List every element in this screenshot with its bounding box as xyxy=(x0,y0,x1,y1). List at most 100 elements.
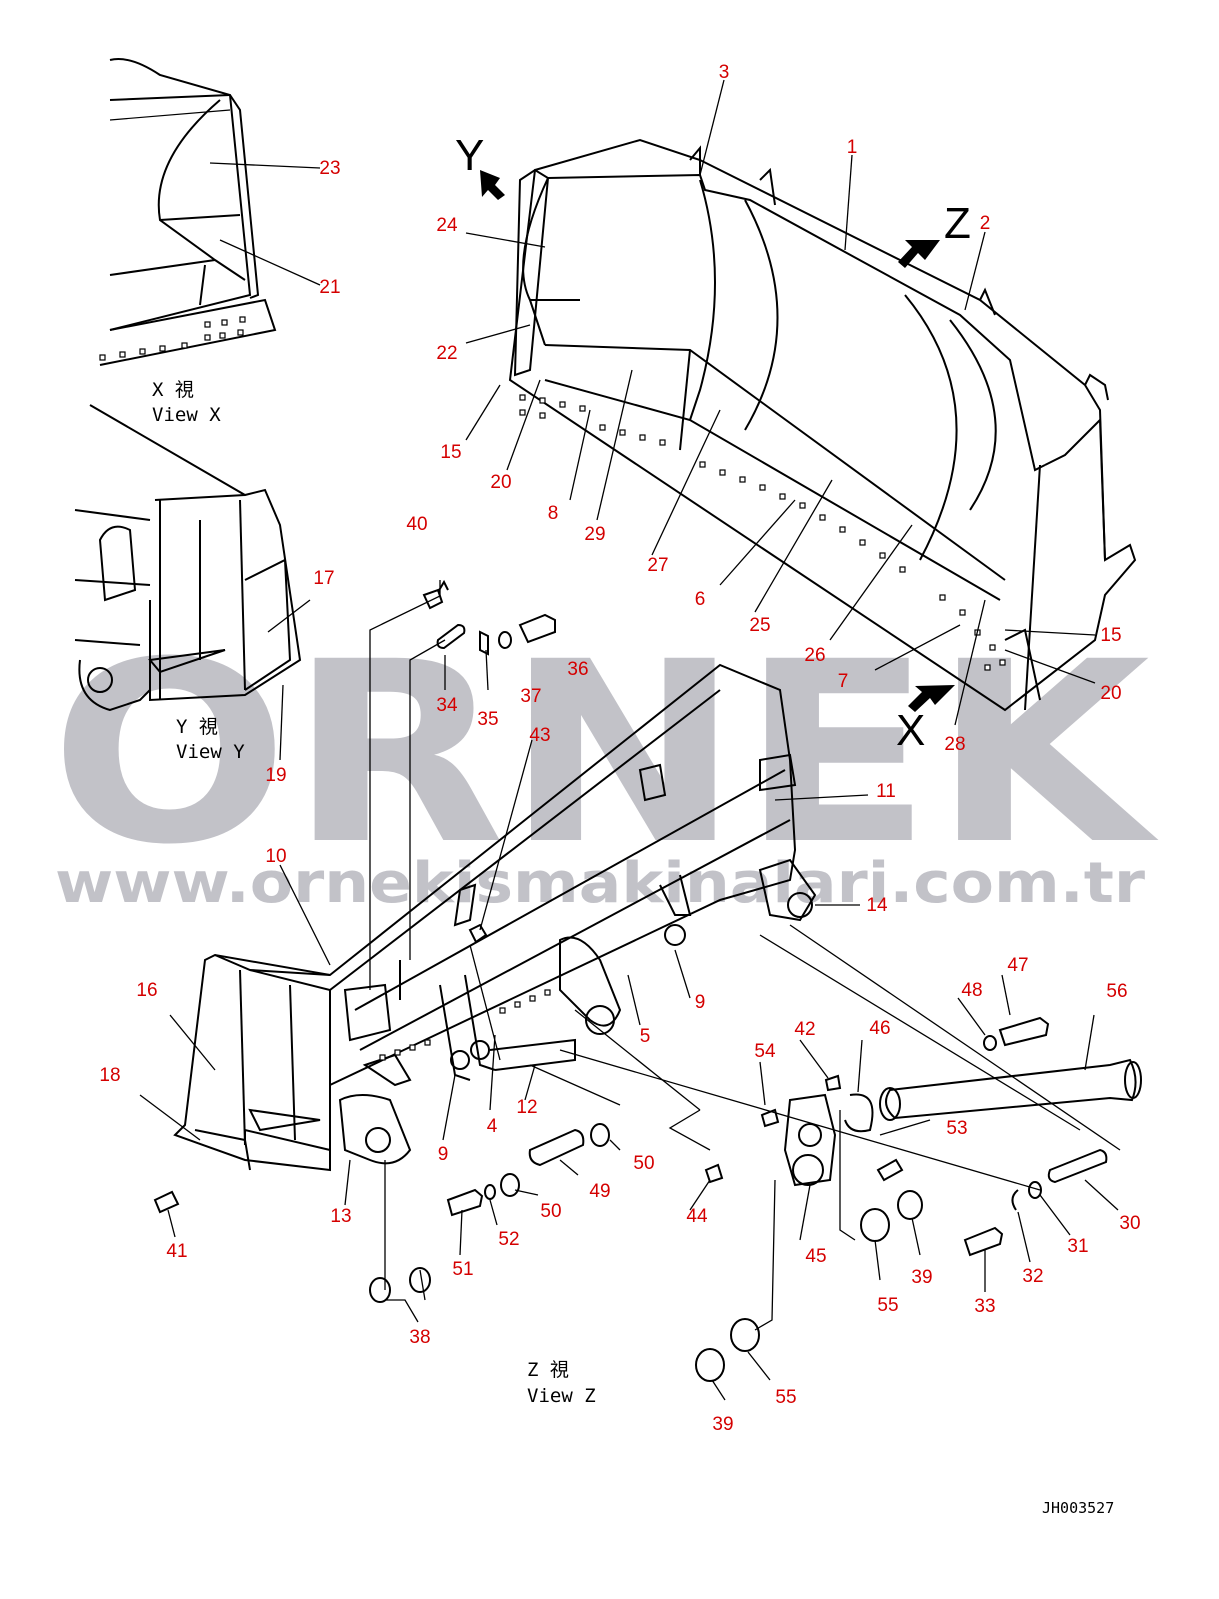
callout-11: 11 xyxy=(876,781,896,802)
callout-35: 35 xyxy=(477,709,498,730)
view-arrows xyxy=(480,170,955,712)
callout-32: 32 xyxy=(1022,1266,1043,1287)
washer-31 xyxy=(1028,1181,1042,1199)
washer-55b xyxy=(730,1318,760,1352)
callout-23: 23 xyxy=(319,158,340,179)
fitting-53 xyxy=(876,1158,904,1182)
view-x-bolt-holes xyxy=(99,316,246,361)
bucket-drawing xyxy=(508,138,1137,712)
bolt-33 xyxy=(963,1226,1004,1257)
callout-18: 18 xyxy=(99,1065,120,1086)
callout-55b: 55 xyxy=(775,1387,796,1408)
callout-34: 34 xyxy=(436,695,458,716)
callout-10: 10 xyxy=(265,846,286,867)
pin-30 xyxy=(1047,1148,1108,1184)
arrow-y-icon xyxy=(480,170,505,200)
callout-28: 28 xyxy=(944,734,965,755)
bolt-47 xyxy=(998,1016,1050,1047)
drawing-code: JH003527 xyxy=(1042,1499,1114,1517)
view-x-jp-label: X 視 xyxy=(152,379,194,401)
callout-29: 29 xyxy=(584,524,605,545)
callout-26: 26 xyxy=(804,645,825,666)
small-parts xyxy=(153,579,1142,1382)
callout-44: 44 xyxy=(686,1206,708,1227)
leader-lines xyxy=(139,79,1121,1401)
grease-fitting-40 xyxy=(422,579,449,610)
watermark: ORNEK www.ornekismakinalari.com.tr xyxy=(50,608,1159,916)
callout-43: 43 xyxy=(529,725,550,746)
shim-50a xyxy=(500,1173,520,1197)
watermark-brand: ORNEK xyxy=(50,608,1159,899)
arrow-z-icon xyxy=(898,240,940,268)
callout-31: 31 xyxy=(1067,1236,1088,1257)
callout-20a: 20 xyxy=(490,472,511,493)
washer-48 xyxy=(983,1035,997,1051)
shim-50b xyxy=(590,1123,610,1147)
callout-40: 40 xyxy=(406,514,427,535)
view-z-jp-label: Z 視 xyxy=(527,1359,569,1381)
arrow-letter-z: Z xyxy=(944,199,971,248)
callout-22: 22 xyxy=(436,343,457,364)
bolt-36 xyxy=(518,613,556,644)
callout-42: 42 xyxy=(794,1019,815,1040)
callout-5: 5 xyxy=(640,1026,651,1047)
callout-24: 24 xyxy=(436,215,458,236)
callout-36: 36 xyxy=(567,659,588,680)
callout-51: 51 xyxy=(452,1259,473,1280)
plate-35 xyxy=(479,630,489,656)
callout-16: 16 xyxy=(136,980,157,1001)
callout-39a: 39 xyxy=(911,1267,932,1288)
washer-37 xyxy=(498,631,512,649)
callout-9a: 9 xyxy=(438,1144,449,1165)
callout-9b: 9 xyxy=(695,992,706,1013)
callout-20b: 20 xyxy=(1100,683,1121,704)
callout-46: 46 xyxy=(869,1018,890,1039)
fitting-44 xyxy=(704,1163,724,1184)
grease-fitting-41 xyxy=(153,1190,180,1214)
watermark-url: www.ornekismakinalari.com.tr xyxy=(55,851,1145,916)
callout-52: 52 xyxy=(498,1229,519,1250)
callout-labels: 1 2 3 4 5 6 7 8 9 9 10 11 12 13 14 15 15… xyxy=(99,62,1140,1435)
arrow-letter-y: Y xyxy=(455,131,484,180)
callout-12: 12 xyxy=(516,1097,537,1118)
callout-49: 49 xyxy=(589,1181,610,1202)
callout-15a: 15 xyxy=(440,442,461,463)
callout-55a: 55 xyxy=(877,1295,898,1316)
bolt-51 xyxy=(446,1188,484,1217)
view-x-en-label: View X xyxy=(152,404,221,426)
callout-21: 21 xyxy=(319,277,340,298)
callout-54: 54 xyxy=(754,1041,776,1062)
callout-45: 45 xyxy=(805,1246,826,1267)
frame-hole-row xyxy=(379,989,551,1061)
bracket-45 xyxy=(783,1093,837,1187)
ring-46 xyxy=(844,1093,874,1133)
callout-15b: 15 xyxy=(1100,625,1121,646)
clip-32 xyxy=(1011,1189,1019,1211)
callout-47: 47 xyxy=(1007,955,1028,976)
callout-1: 1 xyxy=(847,137,858,158)
fitting-43 xyxy=(468,923,488,944)
pin-49 xyxy=(528,1128,585,1167)
callout-48: 48 xyxy=(961,980,982,1001)
callout-27: 27 xyxy=(647,555,668,576)
callout-50b: 50 xyxy=(633,1153,654,1174)
callout-39b: 39 xyxy=(712,1414,733,1435)
callout-17: 17 xyxy=(313,568,334,589)
callout-33: 33 xyxy=(974,1296,995,1317)
callout-3: 3 xyxy=(719,62,730,83)
arrow-letter-x: X xyxy=(896,706,925,755)
fitting-42 xyxy=(824,1074,842,1092)
bushing-55a xyxy=(860,1208,890,1242)
callout-7: 7 xyxy=(838,671,849,692)
callout-13: 13 xyxy=(330,1206,351,1227)
view-y-jp-label: Y 視 xyxy=(176,716,218,738)
cylinder-56 xyxy=(885,1058,1137,1120)
callout-53: 53 xyxy=(946,1118,967,1139)
callout-37: 37 xyxy=(520,686,541,707)
bushing-38a xyxy=(369,1277,391,1303)
arrow-x-icon xyxy=(908,685,955,712)
frame-drawing xyxy=(173,663,817,1172)
washer-39a xyxy=(897,1190,923,1220)
callout-14: 14 xyxy=(866,895,888,916)
